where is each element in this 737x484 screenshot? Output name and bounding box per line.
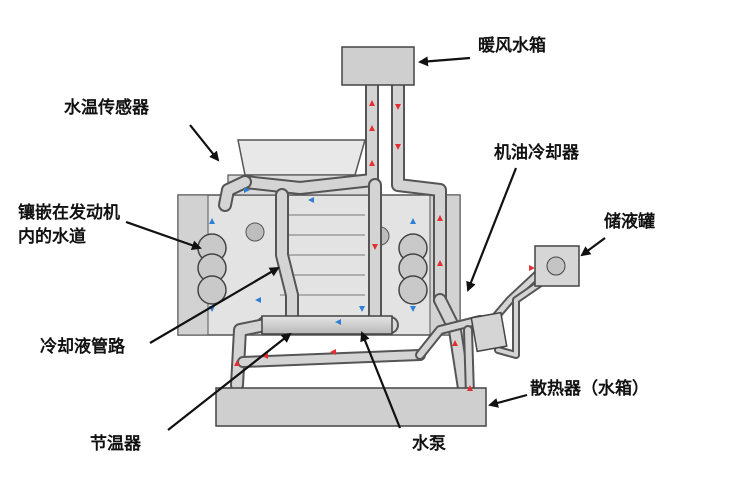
embedded-passage-label-line2: 内的水道 [18,227,86,247]
leader-arrows [125,56,606,431]
embedded-passage-label-line1: 镶嵌在发动机 [18,203,120,223]
reservoir-label: 储液罐 [604,212,655,232]
reservoir-tank [534,245,580,287]
radiator [215,387,487,427]
coolant-pipe-label: 冷却液管路 [40,337,125,357]
hot-flow-arrows [234,100,535,391]
oil-cooler-unit [470,311,508,353]
temp-sensor-label: 水温传感器 [64,98,149,118]
water-pump-housing [261,315,393,335]
oil-cooler-label: 机油冷却器 [494,143,579,163]
thermostat-label: 节温器 [90,434,141,454]
engine-block [177,139,461,336]
water-pump-label: 水泵 [412,434,446,454]
heater-core-label: 暖风水箱 [478,36,546,56]
heater-core [341,46,415,86]
cool-flow-arrows [209,187,416,325]
radiator-label: 散热器（水箱） [530,379,649,399]
